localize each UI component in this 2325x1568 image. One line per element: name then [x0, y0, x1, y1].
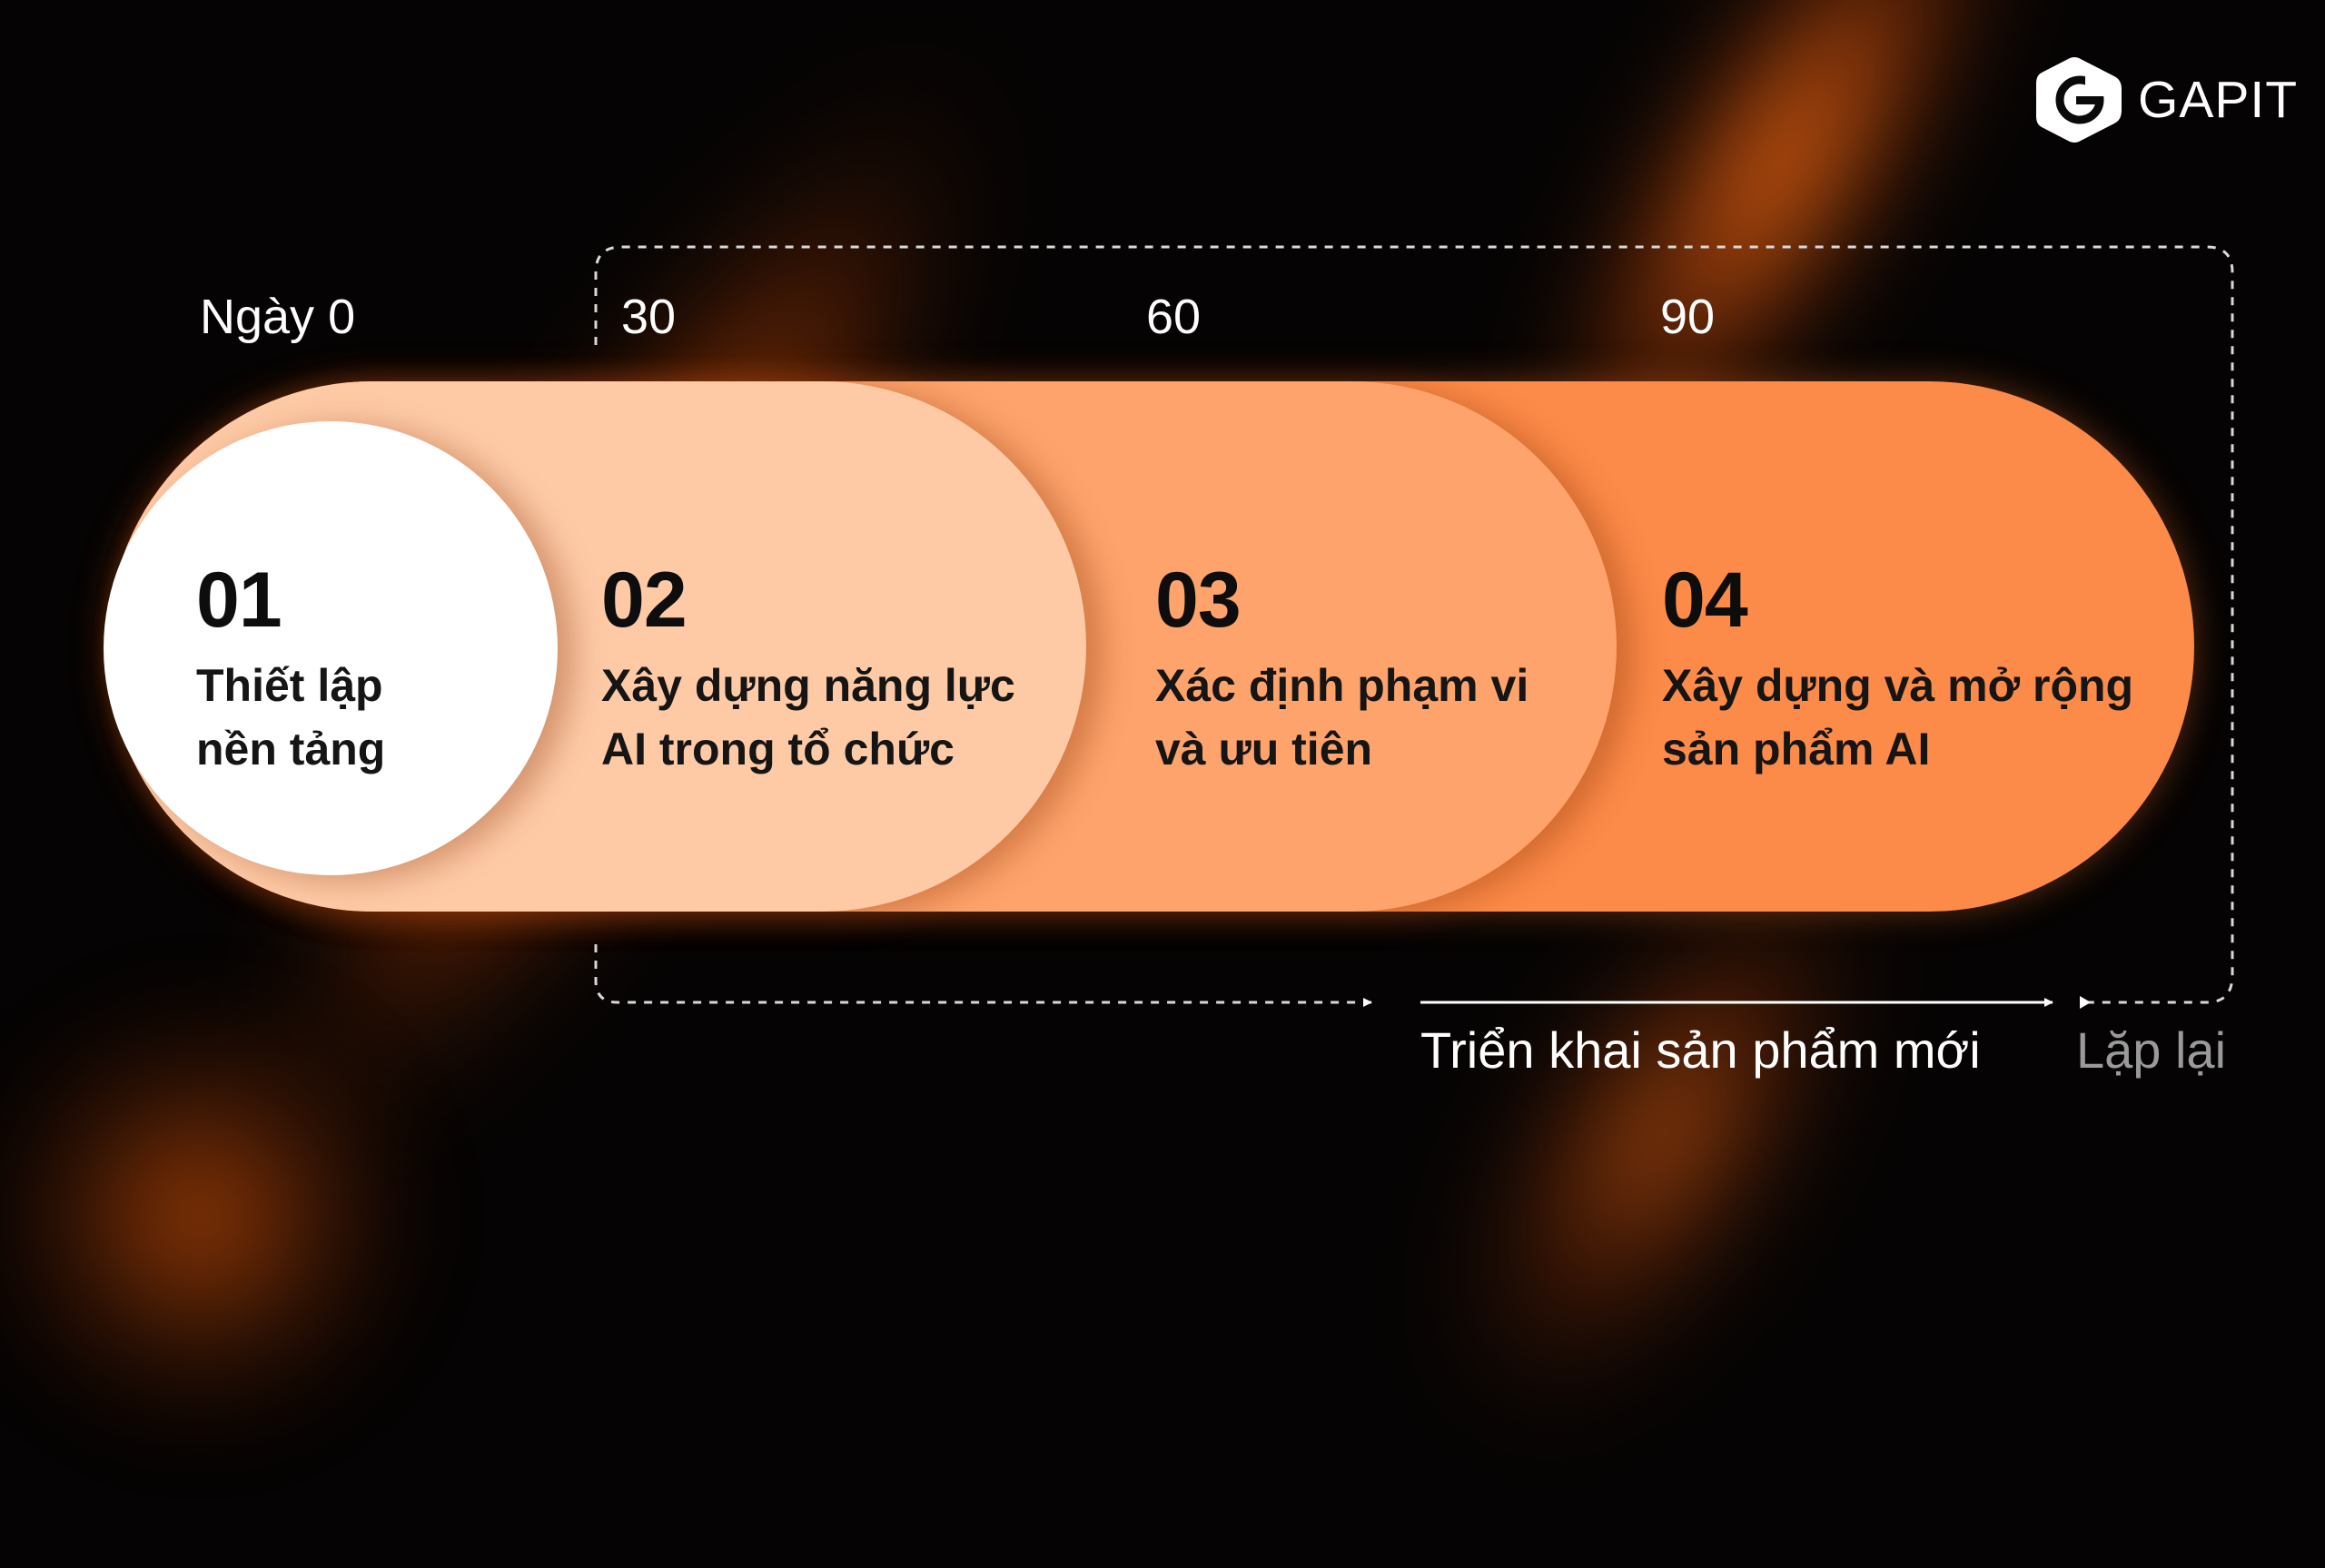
lower-dashed-path [594, 944, 1372, 1007]
stage-04-title-line1: Xây dựng và mở rộng [1662, 660, 2134, 711]
stage-02-number: 02 [601, 557, 688, 644]
stage-03-number: 03 [1155, 557, 1242, 644]
stage-01-number: 01 [196, 557, 282, 644]
stage-02-title-line2: AI trong tổ chức [601, 724, 955, 774]
brand-logo: GAPIT [2033, 54, 2298, 145]
stage-03-title-line1: Xác định phạm vi [1155, 660, 1529, 711]
repeat-label: Lặp lại [2076, 1021, 2227, 1079]
flow-connectors [594, 245, 2234, 1009]
stage-01 [104, 421, 558, 875]
gapit-logo-icon [2036, 57, 2122, 143]
repeat-loop-path [594, 245, 2234, 1004]
day-label-90: 90 [1660, 290, 1716, 344]
stage-02-title-line1: Xây dựng năng lực [601, 660, 1015, 711]
brand-name: GAPIT [2138, 71, 2299, 129]
day-label-60: 60 [1146, 290, 1202, 344]
stage-04-title-line2: sản phẩm AI [1662, 724, 1931, 774]
day-label-0: Ngày 0 [200, 290, 356, 344]
stage-01-title-line1: Thiết lập [196, 660, 383, 711]
stage-04-number: 04 [1662, 557, 1748, 644]
repeat-arrow-icon [2080, 996, 2091, 1009]
day-label-30: 30 [621, 290, 677, 344]
deploy-new-product-label: Triển khai sản phẩm mới [1420, 1021, 1981, 1079]
stage-01-title-line2: nền tảng [196, 724, 386, 774]
stage-03-title-line2: và ưu tiên [1155, 724, 1373, 774]
